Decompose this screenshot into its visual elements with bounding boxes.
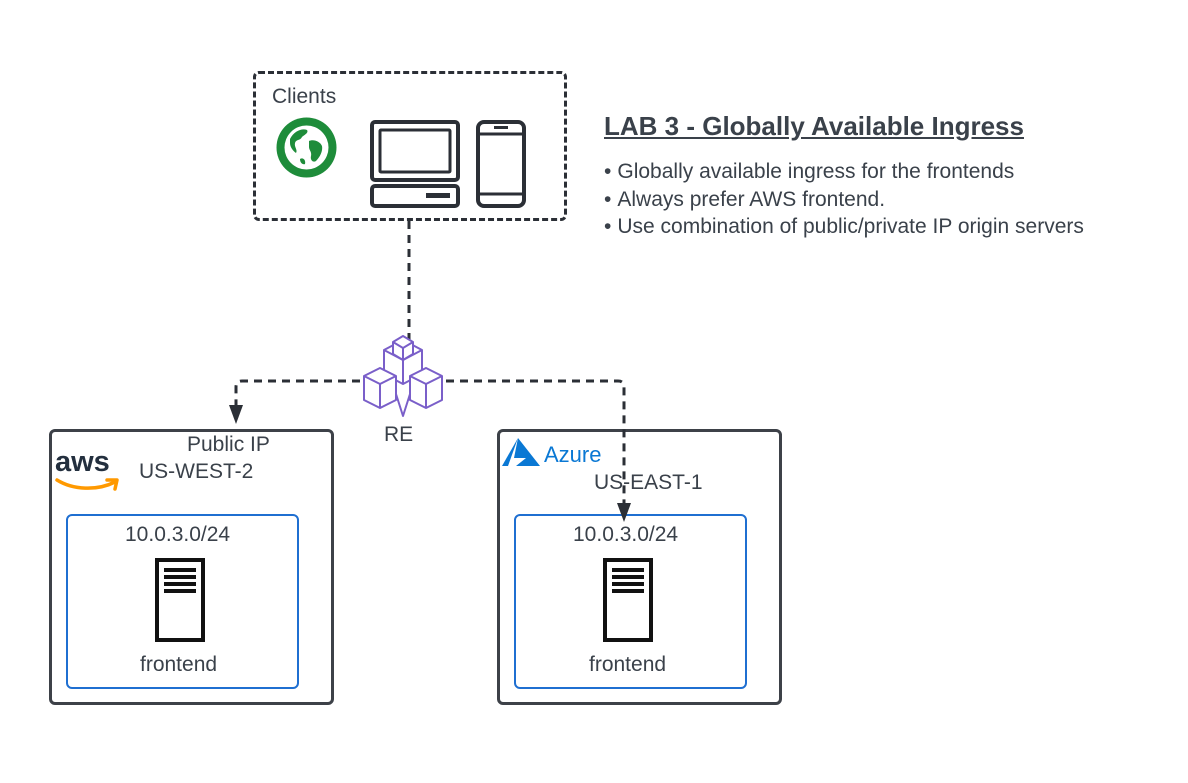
aws-logo: aws: [55, 448, 125, 496]
aws-smile-icon: [55, 478, 119, 491]
azure-logo-text: Azure: [544, 442, 602, 467]
re-to-azure-connector: [446, 379, 626, 505]
server-icon: [155, 558, 205, 642]
globe-icon: [276, 117, 337, 178]
mobile-phone-icon: [476, 120, 526, 208]
lab-title: LAB 3 - Globally Available Ingress: [604, 111, 1024, 141]
aws-logo-text: aws: [55, 446, 110, 478]
aws-arrowhead: [229, 405, 243, 424]
clients-label: Clients: [272, 85, 337, 108]
azure-arrowhead: [617, 503, 631, 522]
aws-public-ip-label: Public IP: [187, 433, 270, 456]
re-cubes-icon: [363, 335, 443, 417]
lab-bullet: Use combination of public/private IP ori…: [604, 213, 1084, 241]
azure-server-label: frontend: [589, 653, 667, 676]
lab-bullet-list: Globally available ingress for the front…: [604, 158, 1084, 241]
aws-subnet-box: [66, 514, 299, 689]
server-icon: [603, 558, 653, 642]
azure-region-label: US-EAST-1: [594, 471, 703, 494]
aws-server-label: frontend: [140, 653, 218, 676]
azure-subnet-label: 10.0.3.0/24: [573, 523, 679, 546]
lab-bullet: Always prefer AWS frontend.: [604, 186, 1084, 214]
azure-subnet-box: [514, 514, 747, 689]
re-to-aws-connector: [234, 379, 360, 407]
desktop-computer-icon: [370, 120, 460, 208]
clients-box: [253, 71, 567, 221]
aws-region-label: US-WEST-2: [139, 460, 254, 483]
re-label: RE: [384, 423, 414, 446]
aws-subnet-label: 10.0.3.0/24: [125, 523, 231, 546]
lab-bullet: Globally available ingress for the front…: [604, 158, 1084, 186]
azure-logo: [502, 438, 540, 466]
